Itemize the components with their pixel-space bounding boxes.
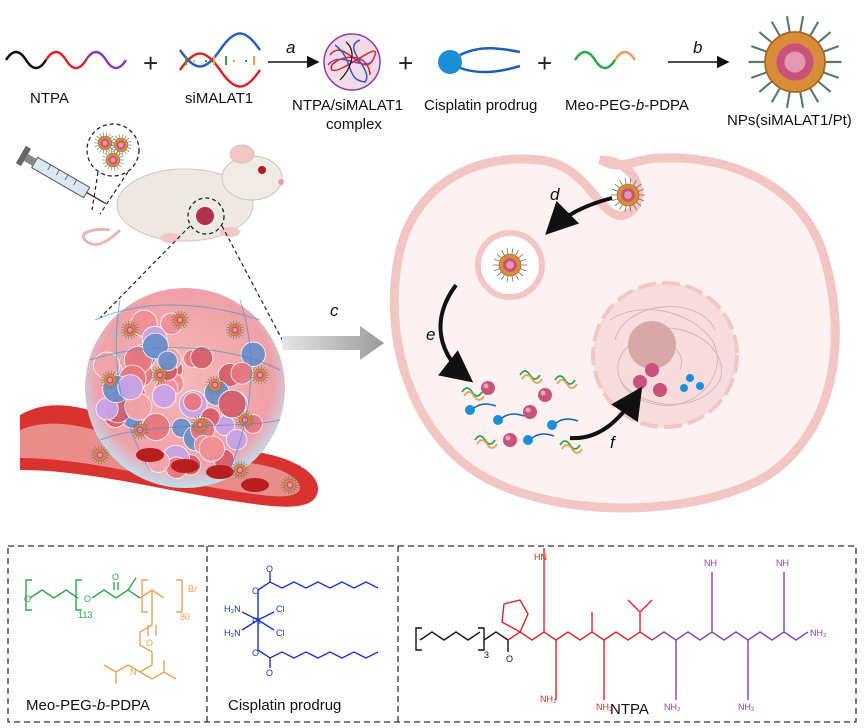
svg-text:O: O bbox=[146, 638, 153, 648]
svg-text:NH₂: NH₂ bbox=[540, 694, 557, 704]
svg-text:O: O bbox=[266, 668, 273, 678]
tumor-mass bbox=[85, 288, 285, 488]
svg-text:NH: NH bbox=[704, 558, 717, 568]
nps-label: NPs(siMALAT1/Pt) bbox=[727, 112, 852, 129]
cisplatin-prodrug-structure: O O O O H₃N H₃N Pt Cl Cl bbox=[224, 564, 379, 678]
svg-text:NH: NH bbox=[776, 558, 789, 568]
nanoparticle-icon bbox=[110, 134, 132, 156]
step-f-label: f bbox=[610, 433, 617, 452]
cisplatin-structure-label: Cisplatin prodrug bbox=[228, 697, 341, 714]
svg-text:O: O bbox=[24, 594, 31, 604]
svg-text:NH₂: NH₂ bbox=[810, 628, 827, 638]
svg-text:NH₂: NH₂ bbox=[596, 702, 613, 712]
step-d-arrow bbox=[545, 196, 613, 235]
nanoparticle-icon bbox=[100, 370, 120, 390]
nanoparticle-icon bbox=[170, 310, 190, 330]
meo-peg-pdpa-strand-icon bbox=[573, 50, 637, 70]
zoom-line-left bbox=[99, 225, 191, 319]
plus-sign-1: + bbox=[143, 48, 158, 78]
ntpa-simalat1-complex-icon bbox=[323, 33, 381, 91]
mouse-illustration bbox=[81, 144, 284, 246]
cisplatin-prodrug-label: Cisplatin prodrug bbox=[424, 97, 537, 114]
nanoparticle-icon bbox=[230, 460, 250, 480]
svg-text:Cl: Cl bbox=[276, 628, 285, 638]
meo-peg-pdpa-label: Meo-PEG-b-PDPA bbox=[565, 97, 689, 114]
step-f-arrow bbox=[569, 386, 643, 441]
nanoparticle-icon bbox=[280, 475, 300, 495]
nanoparticle-icon bbox=[90, 445, 110, 465]
step-b-label: b bbox=[693, 38, 702, 57]
simalat1-helix-icon bbox=[178, 32, 262, 88]
svg-text:3: 3 bbox=[484, 650, 489, 660]
zoom-line-right bbox=[221, 225, 286, 346]
released-cargo bbox=[461, 363, 704, 454]
simalat1-label: siMALAT1 bbox=[185, 90, 253, 107]
svg-text:H₃N: H₃N bbox=[224, 628, 241, 638]
red-blood-cells bbox=[136, 448, 269, 492]
svg-text:O: O bbox=[84, 594, 91, 604]
syringe-icon bbox=[15, 145, 107, 205]
svg-text:O: O bbox=[252, 586, 259, 596]
tumor-zoom-circle bbox=[187, 197, 225, 235]
svg-text:Cl: Cl bbox=[276, 604, 285, 614]
ntpa-structure-label: NTPA bbox=[610, 701, 649, 718]
nanoparticle-icon bbox=[225, 320, 245, 340]
nanoparticle-icon bbox=[150, 365, 170, 385]
nanoparticle-icon bbox=[205, 375, 225, 395]
nanoparticle-icon bbox=[610, 178, 646, 212]
svg-text:HN: HN bbox=[534, 552, 547, 562]
plus-sign-2: + bbox=[398, 48, 413, 78]
svg-text:Br: Br bbox=[188, 584, 197, 594]
svg-text:NH₂: NH₂ bbox=[738, 702, 755, 712]
ntpa-structure: 3 O HN NH₂ NH₂ bbox=[415, 548, 827, 712]
ntpa-label: NTPA bbox=[30, 90, 69, 107]
step-c-label: c bbox=[330, 301, 339, 320]
step-d-label: d bbox=[550, 185, 560, 204]
nanoparticle-icon bbox=[748, 16, 842, 108]
cisplatin-prodrug-icon bbox=[438, 47, 521, 74]
step-e-label: e bbox=[426, 325, 435, 344]
structures-panel bbox=[7, 545, 857, 723]
svg-text:NH₂: NH₂ bbox=[664, 702, 681, 712]
meo-peg-pdpa-structure: O O O 113 Br 80 O N bbox=[24, 572, 197, 684]
nanoparticle-icon bbox=[94, 132, 116, 154]
complex-label-line1: NTPA/siMALAT1 bbox=[292, 97, 403, 114]
nanoparticle-icon bbox=[748, 16, 842, 108]
meo-peg-pdpa-structure-label: Meo-PEG-b-PDPA bbox=[26, 697, 150, 714]
svg-text:O: O bbox=[252, 648, 259, 658]
svg-text:O: O bbox=[506, 654, 513, 664]
nanoparticle-icon bbox=[102, 149, 124, 171]
complex-label-line2: complex bbox=[326, 116, 382, 133]
svg-text:O: O bbox=[112, 572, 119, 582]
svg-text:N: N bbox=[130, 667, 137, 677]
svg-text:H₃N: H₃N bbox=[224, 604, 241, 614]
ntpa-strand-icon bbox=[4, 50, 128, 70]
step-a-label: a bbox=[286, 38, 295, 57]
step-e-arrow bbox=[438, 283, 474, 383]
nanoparticle-icon bbox=[492, 248, 528, 282]
svg-text:80: 80 bbox=[180, 612, 190, 622]
syringe-zoom-circle bbox=[86, 123, 140, 215]
nucleus bbox=[591, 281, 739, 429]
step-c-arrow bbox=[282, 326, 384, 360]
nanoparticle-icon bbox=[250, 365, 270, 385]
nanoparticle-icon bbox=[120, 320, 140, 340]
plus-sign-3: + bbox=[537, 48, 552, 78]
svg-text:O: O bbox=[266, 564, 273, 574]
svg-text:Pt: Pt bbox=[252, 616, 261, 626]
nanoparticle-icon bbox=[190, 415, 210, 435]
svg-text:113: 113 bbox=[78, 610, 92, 620]
